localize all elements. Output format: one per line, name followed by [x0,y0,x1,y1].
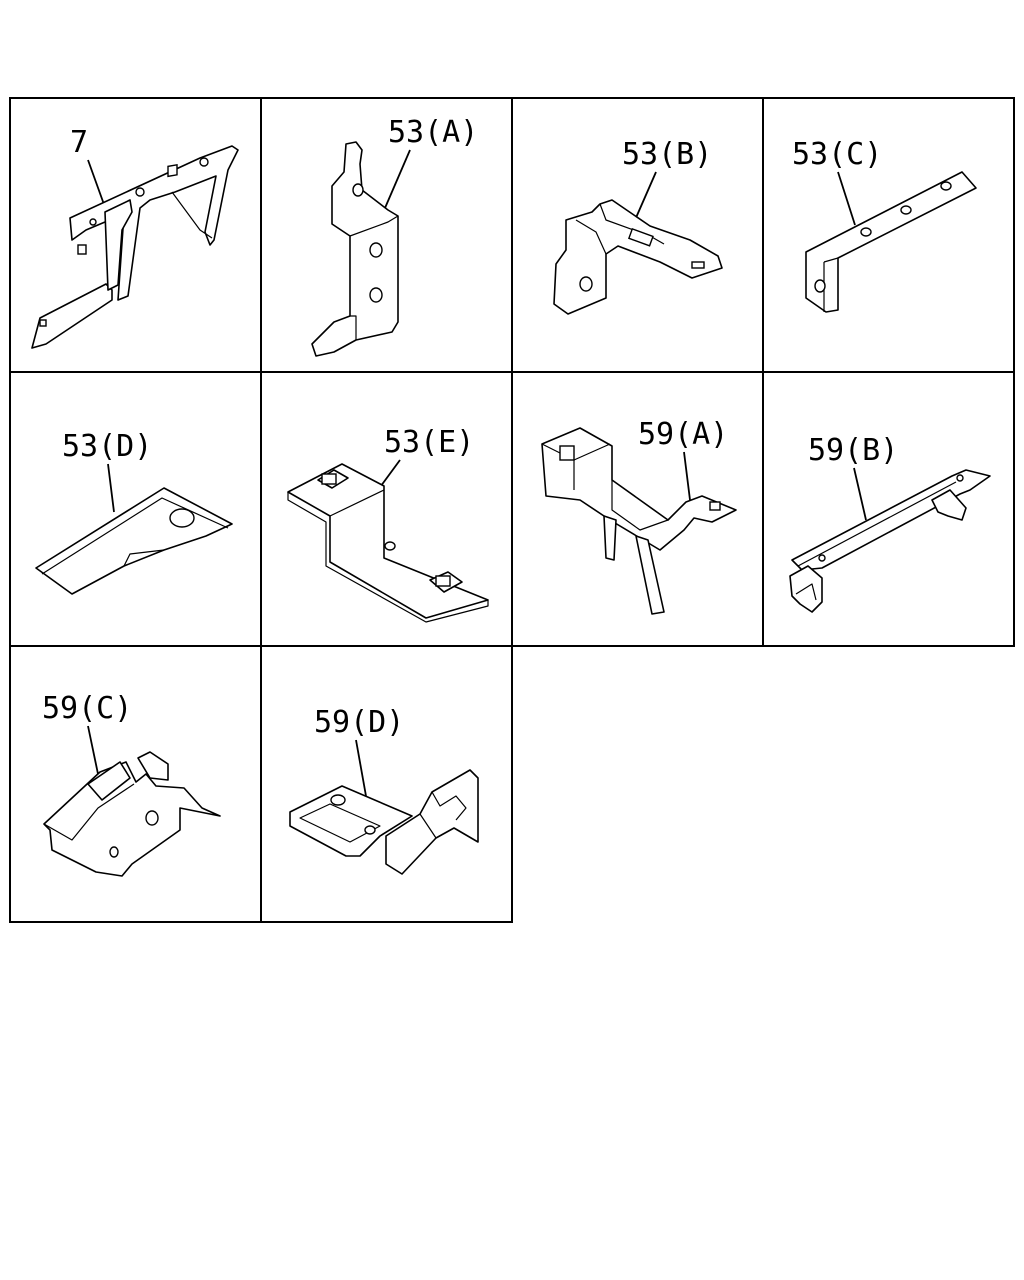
leader-line-59c [87,725,99,775]
part-label-59b: 59(B) [808,433,898,468]
part-label-53a: 53(A) [388,115,478,150]
part-cell-53a: 53(A) [311,115,478,357]
part-label-53e: 53(E) [384,425,474,460]
part-cell-53d: 53(D) [35,429,233,595]
part-cell-53c: 53(C) [792,137,977,313]
bracket-59d-drawing [289,769,479,875]
part-label-7: 7 [70,125,88,160]
part-label-53c: 53(C) [792,137,882,172]
part-cell-7: 7 [31,125,239,349]
leader-line-59b [853,467,867,521]
bracket-53a-drawing [311,141,399,357]
grid-frame [9,97,1015,923]
part-label-53d: 53(D) [62,429,152,464]
bracket-59c-drawing [43,751,221,877]
leader-line-53d [107,463,115,513]
part-cell-53e: 53(E) [287,425,489,623]
bracket-59a-drawing [541,427,737,615]
bracket-53e-drawing [287,463,489,623]
bracket-7-drawing [31,145,239,349]
part-label-59c: 59(C) [42,691,132,726]
part-label-53b: 53(B) [622,137,712,172]
part-cell-53b: 53(B) [553,137,723,315]
part-label-59d: 59(D) [314,705,404,740]
part-cell-59a: 59(A) [541,417,737,615]
bracket-59b-drawing [789,469,991,613]
leader-line-53b [634,171,657,221]
leader-line-53a [384,149,411,209]
leader-line-7 [87,159,107,211]
part-cell-59b: 59(B) [789,433,991,613]
bracket-53c-drawing [805,171,977,313]
part-cell-59c: 59(C) [42,691,221,877]
leader-line-53c [837,171,856,226]
part-label-59a: 59(A) [638,417,728,452]
part-cell-59d: 59(D) [289,705,479,875]
leader-line-59d [355,739,367,797]
leader-line-59a [683,451,691,501]
bracket-53b-drawing [553,199,723,315]
bracket-53d-drawing [35,487,233,595]
